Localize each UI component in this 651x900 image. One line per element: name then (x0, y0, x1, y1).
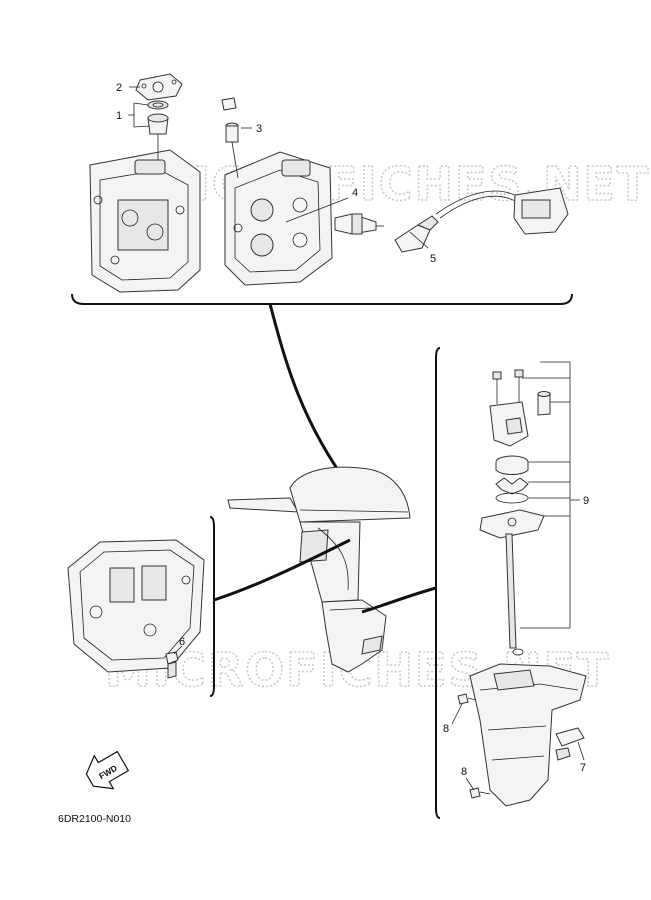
callout-8-lower: 8 (461, 766, 467, 778)
callout-3: 3 (256, 123, 262, 135)
plug-cap-part (394, 187, 569, 253)
cylinder-block-group (89, 149, 333, 293)
bolt-part-6 (165, 651, 179, 679)
connector-left (213, 538, 351, 602)
left-bracket (209, 516, 215, 697)
callout-5: 5 (430, 253, 436, 265)
callout-9: 9 (583, 495, 589, 507)
callout-6: 6 (179, 636, 185, 648)
exhaust-guide-part (67, 539, 205, 673)
lower-unit-part (469, 663, 587, 807)
anode-part-7 (555, 727, 585, 761)
callout-8-upper: 8 (443, 723, 449, 735)
outboard-motor (227, 466, 411, 673)
connector-top (268, 303, 354, 491)
spark-plug-part (334, 213, 384, 235)
connector-right (361, 586, 437, 614)
bolt-part-8-lower (469, 787, 491, 799)
bolt-part-8-upper (457, 693, 477, 705)
thermostat-part (147, 100, 169, 160)
callout-4: 4 (352, 187, 358, 199)
callout-2: 2 (116, 82, 122, 94)
plug-part (221, 97, 239, 179)
gasket-plate-part (135, 73, 183, 101)
watermark-top: MICROFICHES.NET (145, 157, 650, 211)
callout-1: 1 (116, 110, 122, 122)
water-pump-group (479, 369, 551, 656)
fwd-arrow-icon: FWD (85, 750, 130, 790)
top-bracket (71, 293, 573, 305)
callout-7: 7 (580, 762, 586, 774)
right-bracket (435, 347, 441, 819)
diagram-code: 6DR2100-N010 (58, 813, 131, 825)
